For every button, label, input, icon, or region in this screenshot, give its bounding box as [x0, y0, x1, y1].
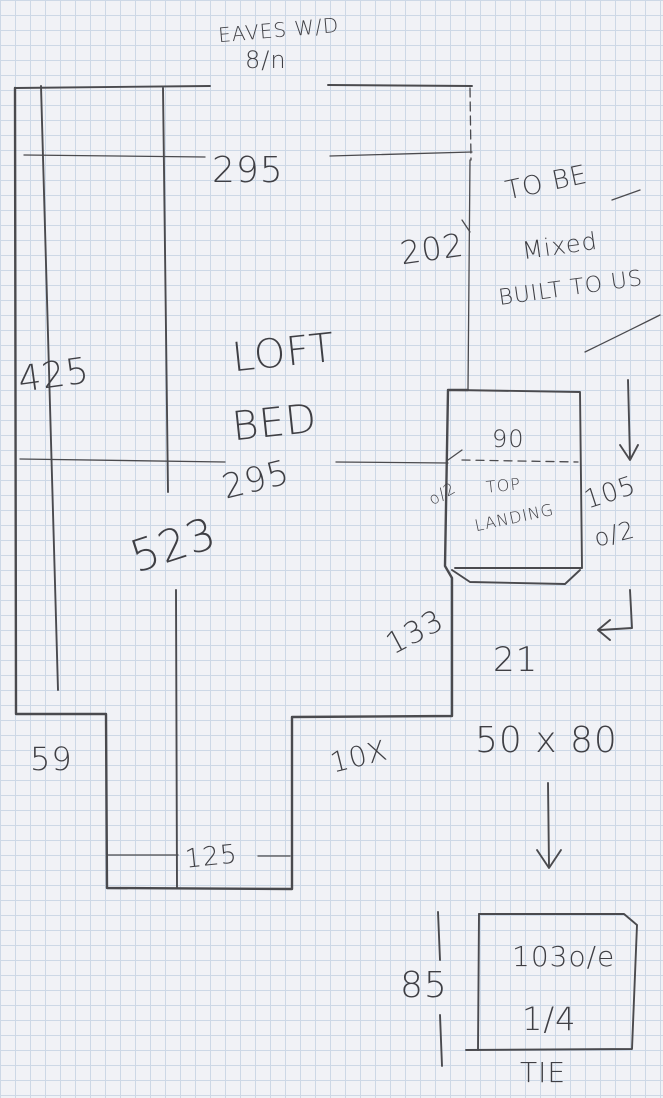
landing-dash — [461, 459, 579, 463]
tie-label: TIE — [520, 1056, 567, 1089]
tie-box — [465, 913, 638, 1051]
eaves-sub-label: 8/n — [245, 46, 287, 74]
arrow-down-shaft — [547, 782, 550, 867]
landing-label-top: TOP — [485, 474, 522, 497]
landing-mark — [447, 449, 463, 461]
dimension-125: 125 — [183, 839, 240, 875]
tick-202 — [461, 219, 471, 233]
beam-top-left — [23, 154, 206, 158]
dimension-85-top — [437, 911, 441, 961]
dimension-90: 90 — [492, 425, 525, 453]
arrow-down-head — [536, 849, 562, 869]
beam-mid-right — [335, 461, 449, 464]
dimension-295-top: 295 — [212, 150, 284, 191]
stair-center-line — [175, 589, 178, 889]
top-wall-right — [327, 84, 473, 87]
tbd-dash — [611, 189, 641, 201]
note-arrow — [584, 314, 661, 353]
landing-box — [454, 389, 583, 569]
dimension-59: 59 — [30, 740, 73, 778]
dimension-105-line — [627, 379, 631, 459]
inner-wall-center — [162, 87, 169, 493]
tie-label-quarter: 1/4 — [522, 1000, 577, 1038]
dimension-85-bottom — [439, 1014, 443, 1067]
room-label-bed: BED — [229, 395, 320, 451]
right-wall-thin — [467, 159, 471, 391]
arrow-head-105-top — [619, 444, 639, 461]
landing-step — [451, 569, 581, 585]
arrow-head-105-left — [597, 619, 611, 641]
dimension-50x80: 50 x 80 — [475, 720, 618, 761]
beam-mid-left — [19, 458, 226, 463]
inner-wall-left — [40, 85, 59, 691]
tie-box-left — [477, 913, 480, 1051]
right-wall-dashed — [469, 87, 472, 161]
dimension-85: 85 — [400, 965, 448, 1006]
dimension-105-line-lower — [599, 589, 633, 631]
outer-wall — [13, 86, 470, 891]
top-wall-left — [14, 85, 211, 89]
dimension-21: 21 — [493, 640, 539, 680]
beam-top-right — [329, 151, 473, 157]
tie-label-103: 103o/e — [512, 940, 616, 973]
